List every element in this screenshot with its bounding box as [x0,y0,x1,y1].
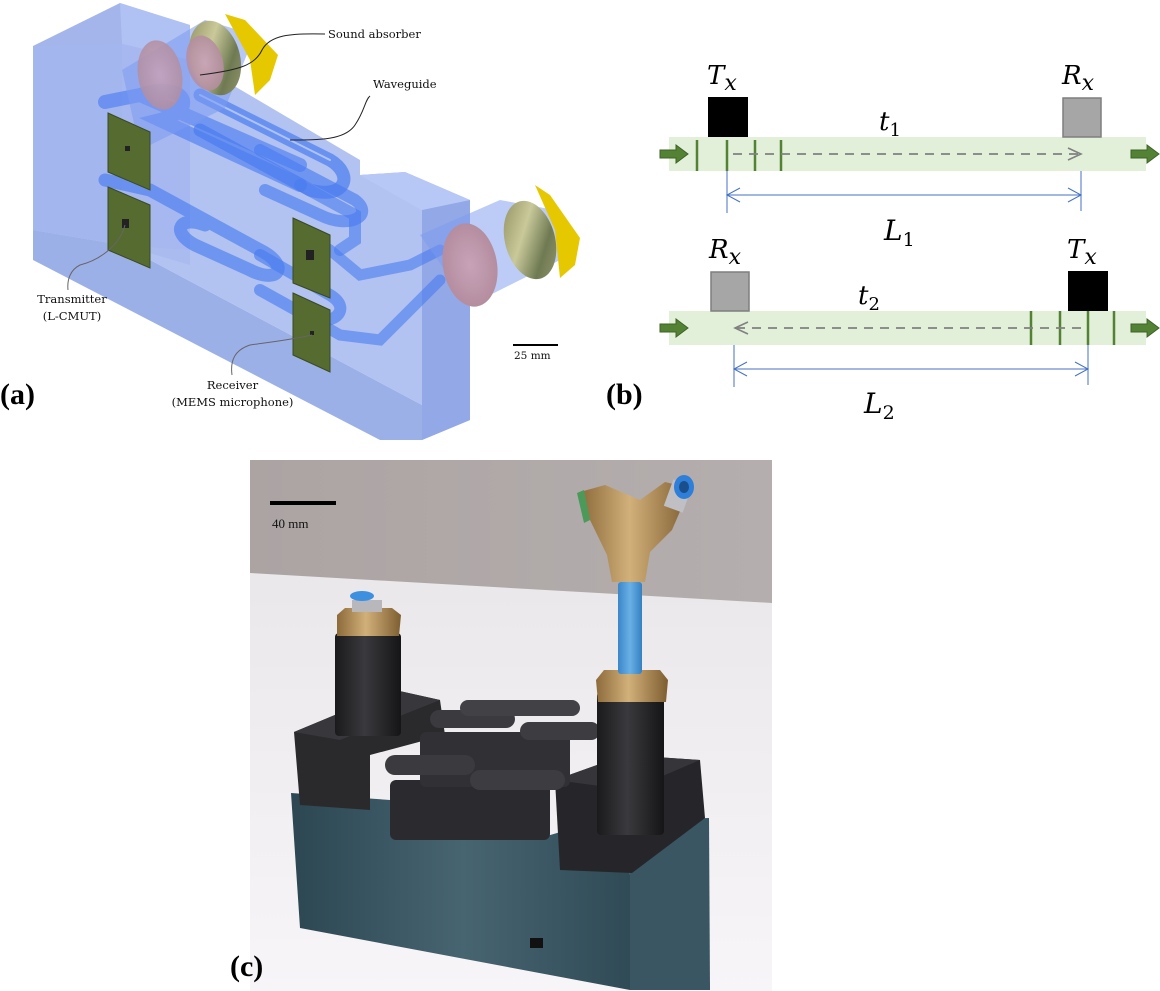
propagation-arrowhead [1067,147,1083,161]
scale-bar-a-label: 25 mm [514,350,551,362]
valve-green-cap [577,490,590,523]
panel-a: Sound absorber Waveguide Transmitter (L-… [0,0,580,440]
brass-y-valve [580,482,690,582]
pcb-receiver-2 [292,292,331,373]
flow-arrow-icon [659,318,689,338]
left-brass-nut [337,608,401,636]
label-transmitter-line1: Transmitter [37,292,107,306]
usb-port [530,938,543,948]
leader-transmitter [67,224,126,291]
label-waveguide: Waveguide [373,77,437,91]
leader-receiver [231,334,313,376]
waveguide-modules [385,700,600,840]
left-blue-collet [350,591,374,601]
pcb-receiver-1 [292,217,331,299]
label-t2: t2 [858,281,880,315]
dim-arrow-right [1074,361,1090,377]
left-fitting [352,600,382,612]
lower-row: Rx Tx t2 L2 [659,235,1160,420]
dim-arrow-left [732,361,748,377]
photo-illustration [250,460,772,991]
panel-label-b: (b) [606,378,643,411]
leader-waveguide [289,95,371,141]
leader-sound-absorber [199,33,326,76]
transmitter-box-upper [708,97,748,137]
label-tx-upper: Tx [707,61,737,96]
pcb-transmitter-2 [107,186,151,269]
sound-absorber-right [420,185,580,307]
flow-arrow-icon [1130,144,1160,164]
label-rx-lower: Rx [708,235,742,270]
panel-label-a: (a) [0,378,35,411]
left-cylinder [335,633,401,736]
transmitter-box-lower [1068,271,1108,311]
flow-arrow-icon [659,144,689,164]
label-tx-lower: Tx [1067,235,1097,270]
label-transmitter-line2: (L-CMUT) [42,309,102,323]
base-block [291,793,636,990]
label-t1: t1 [879,107,901,141]
valve-collet-hole [679,481,689,493]
flow-band-lower [669,311,1146,345]
flow-band-upper [669,137,1146,171]
label-rx-upper: Rx [1061,61,1095,96]
label-receiver-line1: Receiver [206,378,259,392]
label-sound-absorber: Sound absorber [328,27,421,41]
label-transmitter: Transmitter (L-CMUT) [30,291,114,325]
right-cylinder [597,692,664,835]
panel-c-photo: 40 mm [250,460,772,991]
receiver-box-lower [710,271,750,312]
blue-tube [618,582,642,674]
scale-bar-c-label: 40 mm [272,516,309,531]
panel-b-schematic: Tx Rx t1 L1 Rx Tx t2 L2 [659,61,1160,420]
base-block-right [630,818,710,990]
label-receiver-line2: (MEMS microphone) [171,395,294,409]
sound-absorber-top [122,14,278,150]
receiver-box-upper [1062,97,1102,138]
pcb-transmitter-1 [107,112,151,191]
label-l1: L1 [883,214,915,251]
label-receiver: Receiver (MEMS microphone) [165,377,300,411]
propagation-arrowhead [733,321,749,335]
flow-arrow-icon [1130,318,1160,338]
upper-row: Tx Rx t1 L1 [659,61,1160,251]
cad-rendering [33,3,580,440]
dim-arrow-left [725,187,741,203]
right-brass-nut [596,670,668,702]
label-l2: L2 [863,387,895,420]
dim-arrow-right [1067,187,1083,203]
panel-label-c: (c) [230,950,264,983]
